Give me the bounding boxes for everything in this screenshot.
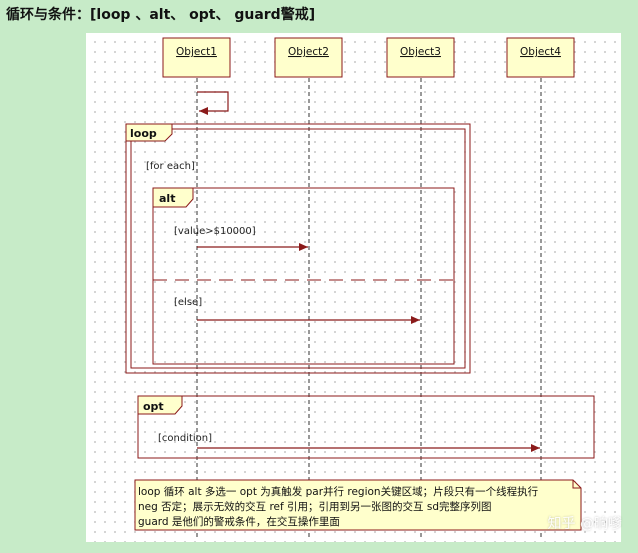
note-line-2: neg 否定；展示无效的交互 ref 引用；引用到另一张图的交互 sd完整序列图 — [138, 500, 492, 513]
object2-label: Object2 — [288, 46, 329, 58]
sequence-diagram: Object1 Object2 Object3 Object4 loop [fo… — [125, 37, 595, 538]
loop-frame[interactable]: loop — [125, 123, 471, 374]
alt-guard-2: [else] — [174, 297, 202, 308]
loop-tag: loop — [130, 127, 157, 140]
watermark: 知乎 @晌嗲 — [547, 516, 622, 532]
opt-frame[interactable]: opt — [137, 395, 595, 459]
object2-box[interactable]: Object2 — [274, 37, 343, 78]
object1-label: Object1 — [176, 46, 217, 58]
note-line-1: loop 循环 alt 多选一 opt 为真触发 par并行 region关键区… — [138, 485, 539, 498]
object4-box[interactable]: Object4 — [506, 37, 575, 78]
note[interactable]: loop 循环 alt 多选一 opt 为真触发 par并行 region关键区… — [134, 479, 582, 531]
page-heading: 循环与条件：[loop 、alt、 opt、 guard警戒] — [6, 7, 316, 23]
self-message[interactable] — [197, 91, 229, 115]
diagram-canvas: Object1 Object2 Object3 Object4 loop [fo… — [86, 33, 621, 542]
object3-label: Object3 — [400, 46, 441, 58]
object1-box[interactable]: Object1 — [162, 37, 231, 78]
opt-tag: opt — [143, 400, 164, 413]
alt-frame[interactable]: alt — [152, 187, 455, 365]
loop-guard: [for each] — [146, 161, 195, 172]
object4-label: Object4 — [520, 46, 561, 58]
alt-tag: alt — [159, 192, 175, 205]
alt-guard-1: [value>$10000] — [174, 226, 256, 237]
opt-guard: [condition] — [158, 433, 212, 444]
object3-box[interactable]: Object3 — [386, 37, 455, 78]
note-line-3: guard 是他们的警戒条件，在交互操作里面 — [138, 515, 340, 528]
